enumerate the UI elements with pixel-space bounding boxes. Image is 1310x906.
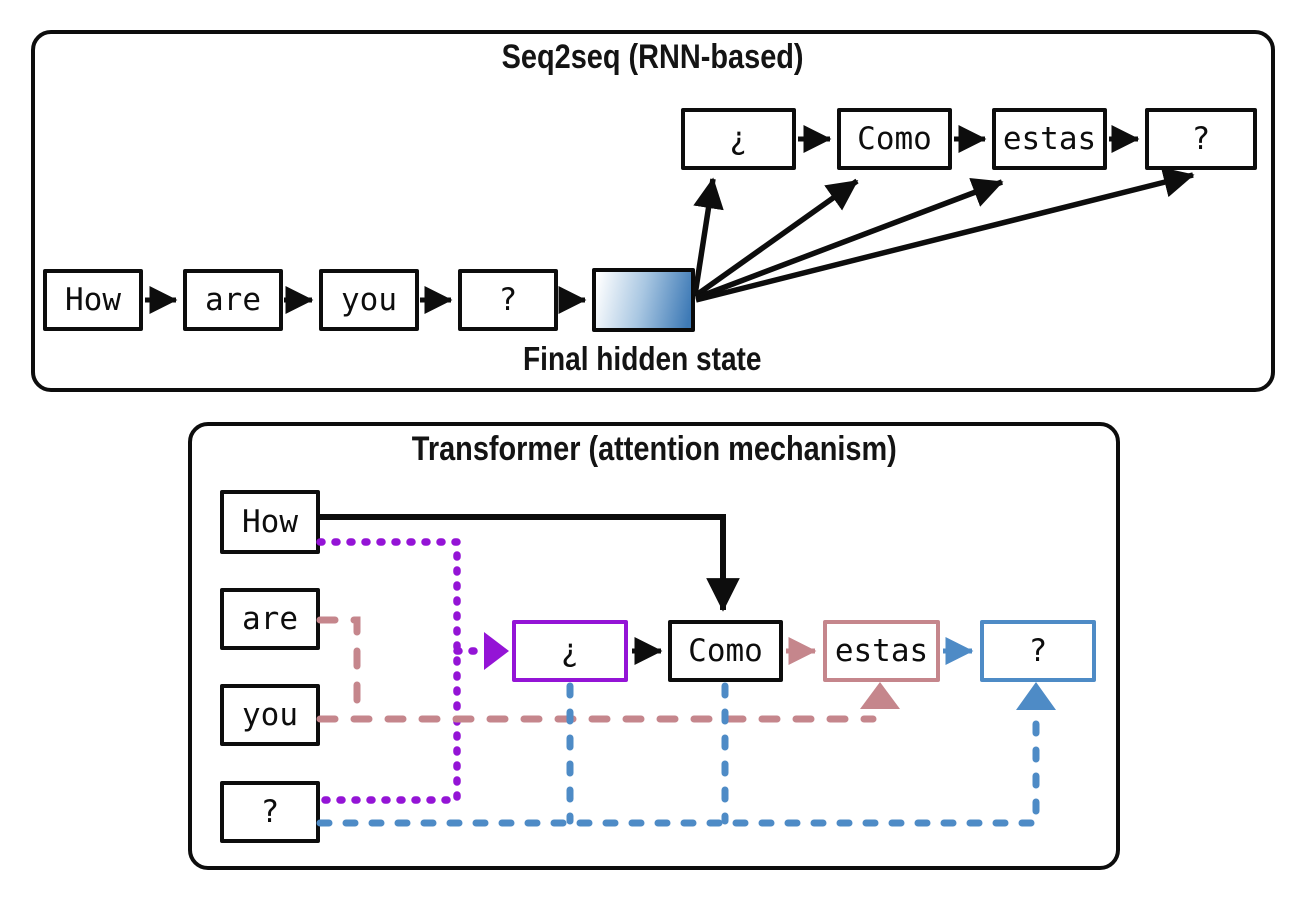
token-label: you [341,281,397,318]
seq2seq-output-token-como: Como [837,108,952,170]
token-label: you [242,696,298,733]
transformer-input-token-how: How [220,490,320,554]
seq2seq-panel [31,30,1275,392]
final-hidden-state-box [592,268,695,332]
transformer-input-token-you: you [220,684,320,746]
token-label: ? [260,793,280,830]
token-label: ? [1191,120,1211,157]
token-label: estas [834,632,929,669]
seq2seq-output-token-qmark: ? [1145,108,1257,170]
seq2seq-input-token-you: you [319,269,419,331]
transformer-input-token-are: are [220,588,320,650]
transformer-input-token-qmark: ? [220,781,320,843]
token-label: are [242,600,298,637]
token-label: ¿ [729,120,748,157]
seq2seq-output-token-inverted-qmark: ¿ [681,108,796,170]
transformer-title: Transformer (attention mechanism) [188,430,1120,469]
token-label: Como [688,632,763,669]
token-label: Como [857,120,932,157]
seq2seq-title: Seq2seq (RNN-based) [31,38,1275,77]
final-hidden-state-label: Final hidden state [442,340,842,378]
seq2seq-input-token-are: are [183,269,283,331]
transformer-title-text: Transformer (attention mechanism) [411,430,897,468]
caption-text: Final hidden state [522,340,762,377]
token-label: are [205,281,261,318]
token-label: ? [498,281,518,318]
transformer-output-token-inverted-qmark: ¿ [512,620,628,682]
transformer-output-token-qmark: ? [980,620,1096,682]
token-label: How [242,503,298,540]
seq2seq-output-token-estas: estas [992,108,1107,170]
seq2seq-title-text: Seq2seq (RNN-based) [502,38,804,76]
token-label: estas [1002,120,1097,157]
seq2seq-input-token-qmark: ? [458,269,558,331]
token-label: ? [1028,632,1048,669]
transformer-output-token-estas: estas [823,620,940,682]
transformer-output-token-como: Como [668,620,783,682]
token-label: ¿ [560,632,580,669]
seq2seq-input-token-how: How [43,269,143,331]
token-label: How [65,281,121,318]
